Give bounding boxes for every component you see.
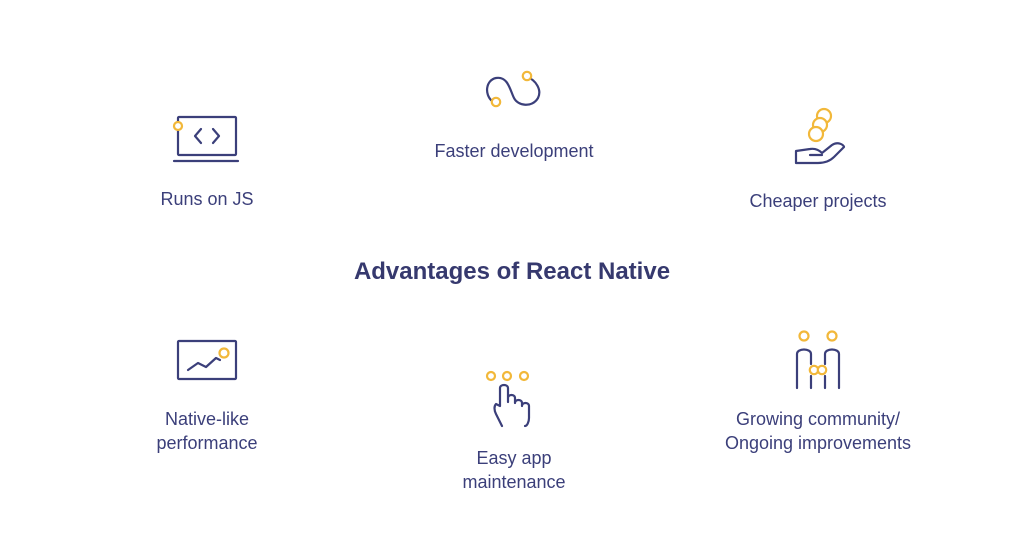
label-line: Easy app	[476, 448, 552, 468]
label-line: Ongoing improvements	[724, 433, 912, 453]
label-line: Runs on JS	[160, 189, 254, 209]
item-label-runs-on-js: Runs on JS	[107, 187, 307, 211]
label-line: Native-like	[164, 409, 250, 429]
path-curve-icon	[486, 70, 541, 108]
item-label-growing-community: Growing community/ Ongoing improvements	[703, 407, 933, 455]
item-label-faster-development: Faster development	[414, 139, 614, 163]
tap-finger-icon	[485, 370, 531, 428]
item-label-easy-app-maintenance: Easy app maintenance	[414, 446, 614, 494]
label-line: Cheaper projects	[749, 191, 887, 211]
label-line: maintenance	[462, 472, 566, 492]
people-community-icon	[795, 330, 841, 390]
page-title: Advantages of React Native	[353, 258, 671, 285]
label-line: Growing community/	[735, 409, 901, 429]
label-line: performance	[156, 433, 258, 453]
trend-chart-icon	[176, 339, 238, 381]
item-label-native-like-performance: Native-like performance	[107, 407, 307, 455]
item-label-cheaper-projects: Cheaper projects	[718, 189, 918, 213]
code-window-icon	[172, 115, 240, 163]
label-line: Faster development	[434, 141, 594, 161]
coins-hand-icon	[794, 107, 846, 165]
